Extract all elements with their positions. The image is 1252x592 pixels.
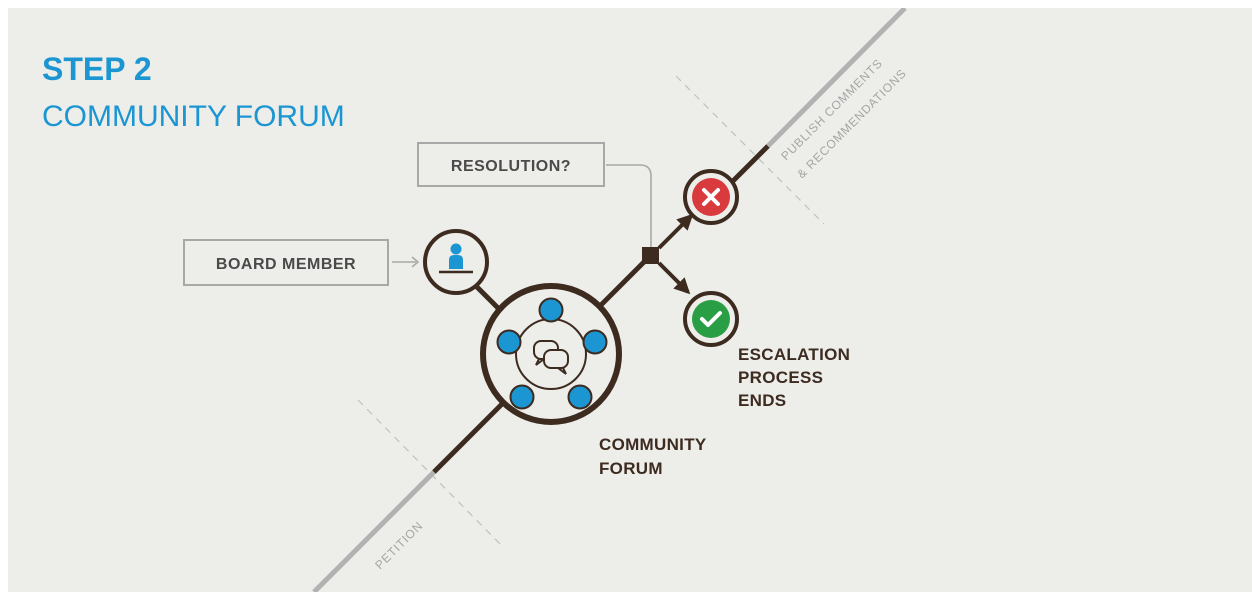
board-member-arrowhead (411, 256, 420, 268)
escalation-label-line3: ENDS (738, 391, 786, 410)
member-node (509, 384, 535, 410)
arrow-to-approve (657, 261, 691, 295)
separator-upper (675, 75, 825, 225)
board-member-box (183, 239, 389, 286)
timeline-dark-upper (728, 144, 770, 186)
separator-lower (357, 399, 505, 549)
decision-junction (642, 247, 659, 264)
member-node (538, 297, 564, 323)
resolution-connector (606, 164, 652, 256)
timeline-gray-upper (766, 8, 907, 148)
member-node (496, 329, 522, 355)
escalation-label-line1: ESCALATION (738, 345, 850, 364)
arrow-to-reject (657, 213, 694, 250)
step-number: STEP 2 (42, 51, 152, 87)
check-icon (700, 311, 722, 327)
page-title: COMMUNITY FORUM (42, 100, 345, 133)
member-node (582, 329, 608, 355)
cross-icon (702, 188, 720, 206)
escalation-label-line2: PROCESS (738, 368, 823, 387)
timeline-gray-lower (312, 470, 436, 592)
board-member-connector (474, 284, 500, 310)
resolution-box (417, 142, 605, 187)
diagram-canvas: STEP 2 COMMUNITY FORUM PETITION PUBLISH … (8, 8, 1252, 592)
member-node (567, 384, 593, 410)
community-forum-label-line2: FORUM (599, 459, 663, 478)
community-forum-node (480, 283, 622, 425)
approve-disc (692, 300, 730, 338)
person-icon (439, 243, 473, 274)
community-forum-label-line1: COMMUNITY (599, 435, 707, 454)
board-member-label: BOARD MEMBER (216, 256, 356, 273)
chat-bubbles-icon (533, 340, 569, 375)
resolution-label: RESOLUTION? (451, 158, 571, 175)
